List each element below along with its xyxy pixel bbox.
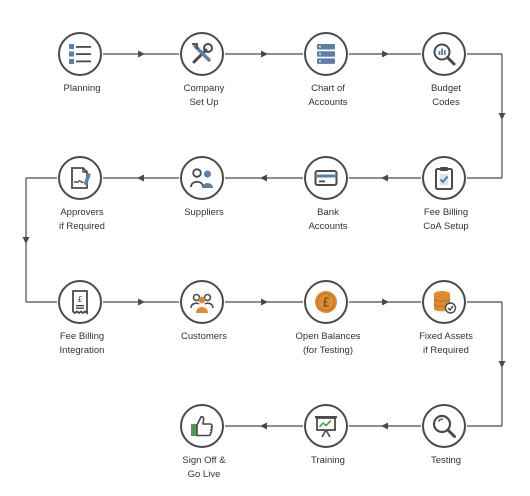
arrowhead [138,50,145,58]
step-circle [180,156,224,200]
step-circle [180,32,224,76]
users-icon [190,168,213,188]
step-label: Open Balances (for Testing) [295,331,361,356]
step-circle [180,280,224,324]
arrowhead [381,174,388,182]
step-label: Chart of Accounts [308,83,348,108]
database-check-icon [433,291,457,314]
step-label: Planning [63,83,101,94]
clipboard-check-icon [435,167,453,190]
arrowhead [260,422,267,430]
step-label: Fixed Assets if Required [419,331,473,356]
step-circle [422,32,466,76]
thumbs-up-icon [191,415,213,437]
step-label: Bank Accounts [308,207,348,232]
step-circle [304,404,348,448]
arrowhead [137,174,144,182]
chart-magnifier-icon [433,43,456,66]
step-label: Training [311,455,345,466]
step-circle [304,156,348,200]
step-label: Budget Codes [430,83,462,108]
step-label: Approvers if Required [59,207,105,232]
svg-text:£: £ [322,296,330,310]
step-circle [180,404,224,448]
arrowhead [261,50,268,58]
signed-document-icon [71,167,91,189]
step-circle [58,32,102,76]
step-circle [58,156,102,200]
list-icon [69,44,91,64]
step-circle [422,280,466,324]
step-label: Suppliers [184,207,224,218]
tools-icon [192,43,213,64]
step-label: Customers [181,331,227,342]
step-circle: £ [58,280,102,324]
step-label: Testing [430,455,462,466]
step-label: Company Set Up [183,83,225,108]
pound-coin-icon: £ [315,291,337,313]
arrowhead [260,174,267,182]
server-stack-icon [317,44,335,64]
svg-text:£: £ [77,295,82,304]
arrowhead [381,422,388,430]
step-label: Fee Billing CoA Setup [423,207,469,232]
arrowhead [382,298,389,306]
arrowhead [498,361,506,368]
group-icon [190,293,214,313]
magnifier-icon [432,414,456,438]
step-circle [304,32,348,76]
arrowhead [138,298,145,306]
step-label: Fee Billing Integration [59,331,105,356]
arrowhead [261,298,268,306]
step-circle: £ [304,280,348,324]
arrowhead [498,113,506,120]
presentation-board-icon [315,416,337,438]
step-circle [422,156,466,200]
credit-card-icon [314,170,338,186]
arrowhead [22,237,30,244]
arrowhead [382,50,389,58]
pound-receipt-icon: £ [72,290,88,315]
step-label: Sign Off & Go Live [182,455,226,480]
step-circle [422,404,466,448]
